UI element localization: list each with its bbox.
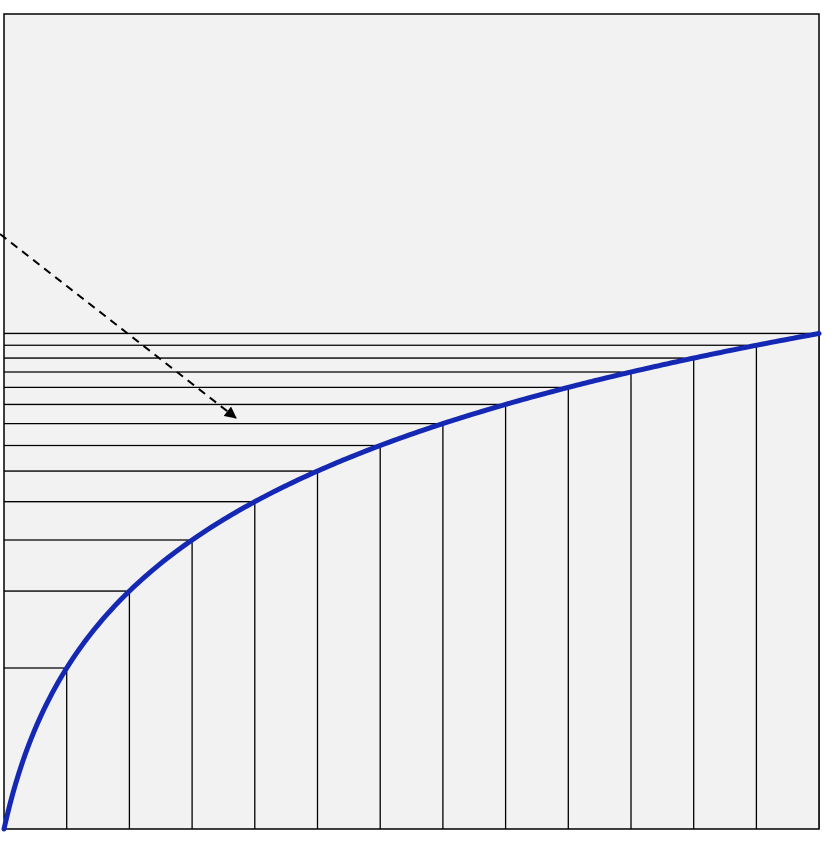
concave-curve bbox=[1, 331, 822, 832]
dashed-arrow bbox=[0, 233, 237, 419]
horizontal-lines bbox=[4, 332, 820, 669]
plot-panel bbox=[3, 13, 820, 830]
vertical-lines bbox=[66, 333, 820, 829]
